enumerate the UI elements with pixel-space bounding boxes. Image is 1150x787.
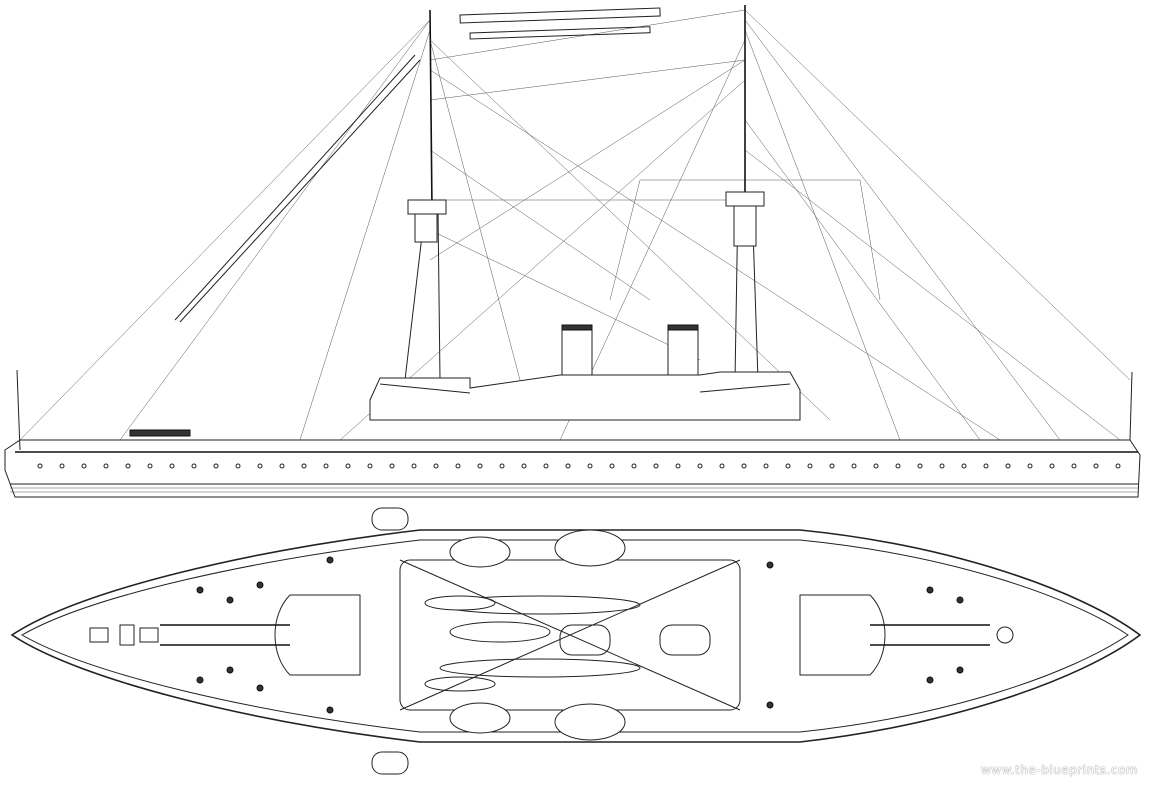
bollard xyxy=(326,556,334,564)
porthole xyxy=(103,463,109,469)
boom-derrick xyxy=(174,54,416,321)
porthole xyxy=(81,463,87,469)
hull xyxy=(4,439,1141,498)
boat xyxy=(129,429,191,437)
porthole xyxy=(323,463,329,469)
porthole xyxy=(301,463,307,469)
porthole xyxy=(235,463,241,469)
fore-mast xyxy=(404,9,447,381)
porthole xyxy=(675,463,681,469)
porthole xyxy=(433,463,439,469)
porthole xyxy=(895,463,901,469)
porthole xyxy=(147,463,153,469)
bollard xyxy=(326,706,334,714)
porthole xyxy=(1027,463,1033,469)
bollard xyxy=(256,684,264,692)
porthole xyxy=(763,463,769,469)
porthole xyxy=(411,463,417,469)
porthole xyxy=(455,463,461,469)
watermark: www.the-blueprints.com xyxy=(980,763,1138,777)
bollard xyxy=(226,666,234,674)
jack-staff xyxy=(16,369,21,451)
boats-plan xyxy=(371,507,641,775)
porthole xyxy=(983,463,989,469)
porthole xyxy=(1093,463,1099,469)
porthole xyxy=(543,463,549,469)
bollard xyxy=(956,666,964,674)
porthole xyxy=(477,463,483,469)
porthole xyxy=(1115,463,1121,469)
bollards xyxy=(196,556,964,714)
topmast-spar xyxy=(459,7,661,24)
bollard xyxy=(926,676,934,684)
porthole xyxy=(37,463,43,469)
porthole xyxy=(807,463,813,469)
porthole xyxy=(851,463,857,469)
porthole xyxy=(741,463,747,469)
porthole xyxy=(257,463,263,469)
porthole xyxy=(609,463,615,469)
porthole xyxy=(213,463,219,469)
top-plan-view xyxy=(10,507,1142,775)
porthole xyxy=(499,463,505,469)
porthole xyxy=(367,463,373,469)
porthole xyxy=(59,463,65,469)
porthole xyxy=(279,463,285,469)
porthole xyxy=(917,463,923,469)
bollard xyxy=(196,586,204,594)
porthole xyxy=(1049,463,1055,469)
porthole xyxy=(785,463,791,469)
porthole xyxy=(169,463,175,469)
bollard xyxy=(226,596,234,604)
bollard xyxy=(956,596,964,604)
bollard xyxy=(766,701,774,709)
porthole xyxy=(939,463,945,469)
aft-funnel xyxy=(667,324,699,376)
porthole xyxy=(719,463,725,469)
aft-funnel-plan xyxy=(659,624,711,656)
porthole xyxy=(697,463,703,469)
bollard xyxy=(926,586,934,594)
porthole xyxy=(565,463,571,469)
porthole xyxy=(389,463,395,469)
portholes xyxy=(37,463,1121,469)
porthole xyxy=(191,463,197,469)
bollard xyxy=(766,561,774,569)
bollard xyxy=(256,581,264,589)
ensign-staff xyxy=(1129,371,1133,441)
side-profile-view xyxy=(4,5,1141,498)
porthole xyxy=(653,463,659,469)
porthole xyxy=(521,463,527,469)
porthole xyxy=(631,463,637,469)
porthole xyxy=(345,463,351,469)
superstructure xyxy=(369,371,801,421)
fore-funnel xyxy=(561,324,593,376)
porthole xyxy=(873,463,879,469)
bollard xyxy=(196,676,204,684)
deck-fittings xyxy=(89,559,1014,711)
porthole xyxy=(1005,463,1011,469)
porthole xyxy=(1071,463,1077,469)
porthole xyxy=(961,463,967,469)
porthole xyxy=(125,463,131,469)
porthole xyxy=(587,463,593,469)
porthole xyxy=(829,463,835,469)
fore-funnel-plan xyxy=(559,624,611,656)
turrets xyxy=(160,529,990,741)
main-mast xyxy=(725,5,765,381)
